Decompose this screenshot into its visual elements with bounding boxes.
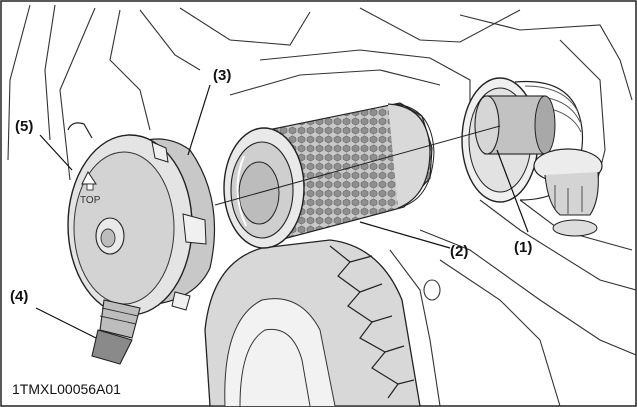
evacuator-valve	[91, 299, 141, 365]
assembly-axis-line	[214, 125, 501, 206]
knob-background	[533, 148, 603, 237]
vehicle-background	[7, 4, 637, 407]
cleaner-body-housing	[461, 77, 584, 203]
callout-1: (1)	[514, 239, 532, 256]
air-filter-element	[223, 102, 435, 249]
callout-3: (3)	[213, 67, 231, 84]
callout-4: (4)	[10, 288, 28, 305]
tire-background	[204, 239, 421, 407]
top-mark-label: TOP	[80, 195, 101, 206]
callout-2: (2)	[450, 243, 468, 260]
callout-5: (5)	[15, 118, 33, 135]
leader-lines	[35, 84, 529, 339]
cleaner-cover	[67, 122, 216, 316]
figure-id: 1TMXL00056A01	[12, 381, 121, 397]
